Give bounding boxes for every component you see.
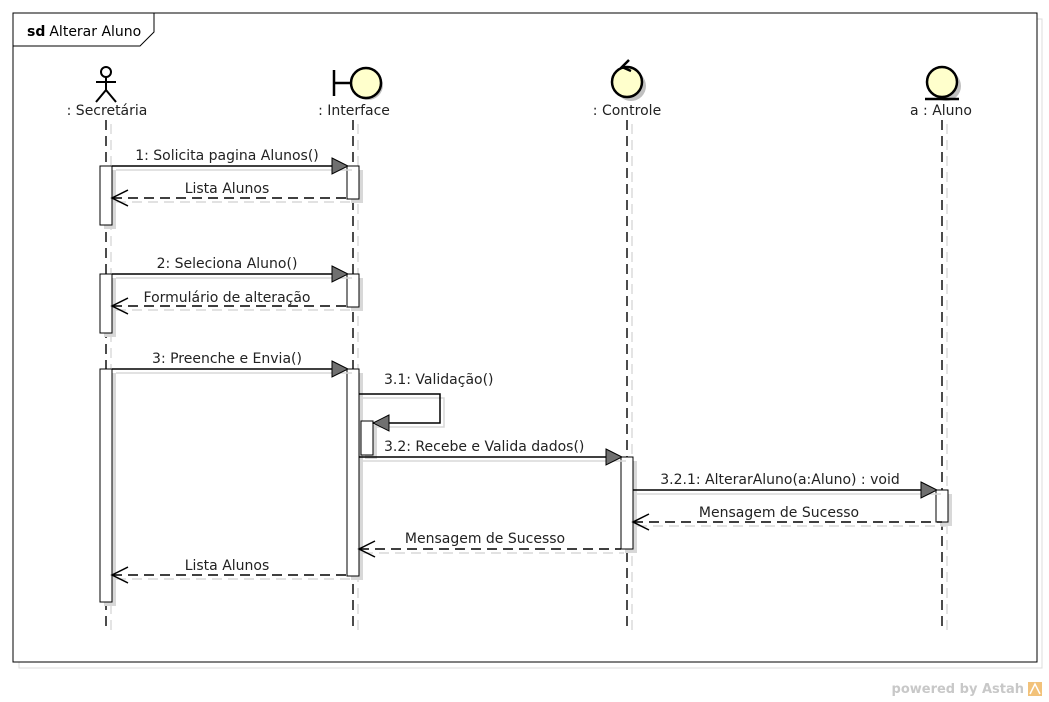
diagram-frame [12, 12, 1038, 663]
message-label: 3.2: Recebe e Valida dados() [384, 439, 584, 455]
activation-bar [935, 489, 949, 523]
message-label: Lista Alunos [185, 558, 270, 574]
message-label: 3.2.1: AlterarAluno(a:Aluno) : void [660, 472, 899, 488]
activation-bar [346, 273, 360, 308]
message-arrow [359, 448, 626, 466]
message-arrow [633, 481, 941, 499]
activation-bar [346, 165, 360, 200]
activation-bar [99, 165, 113, 226]
lifeline-label-aluno: a : Aluno [910, 103, 972, 119]
message-label: 3.1: Validação() [384, 372, 494, 388]
message-label: Formulário de alteração [144, 290, 311, 306]
astah-logo-icon [1028, 682, 1042, 696]
actor-icon [95, 66, 117, 103]
message-label: Mensagem de Sucesso [405, 531, 565, 547]
reply-arrow [357, 540, 624, 558]
activation-bar [620, 456, 634, 550]
watermark-text: powered by Astah [892, 682, 1024, 697]
entity-icon [925, 65, 961, 101]
self-message-arrow [359, 393, 445, 432]
message-label: 1: Solicita pagina Alunos() [135, 148, 319, 164]
reply-arrow [110, 189, 350, 207]
reply-arrow [110, 297, 350, 315]
message-label: 2: Seleciona Aluno() [157, 256, 298, 272]
message-arrow [112, 360, 352, 378]
message-arrow [112, 157, 352, 175]
lifeline-label-controle: : Controle [593, 103, 661, 119]
activation-bar-nested [360, 420, 374, 456]
message-label: Lista Alunos [185, 181, 270, 197]
lifeline-label-secretaria: : Secretária [67, 103, 148, 119]
message-label: Mensagem de Sucesso [699, 505, 859, 521]
activation-bar [99, 273, 113, 334]
boundary-icon [332, 66, 383, 100]
reply-arrow [631, 513, 946, 531]
reply-arrow [110, 566, 350, 584]
activation-bar [346, 368, 360, 577]
frame-label-box [13, 13, 155, 47]
control-icon [610, 59, 646, 101]
message-arrow [112, 265, 352, 283]
lifeline-label-interface: : Interface [318, 103, 390, 119]
activation-bar [99, 368, 113, 603]
message-label: 3: Preenche e Envia() [152, 351, 302, 367]
